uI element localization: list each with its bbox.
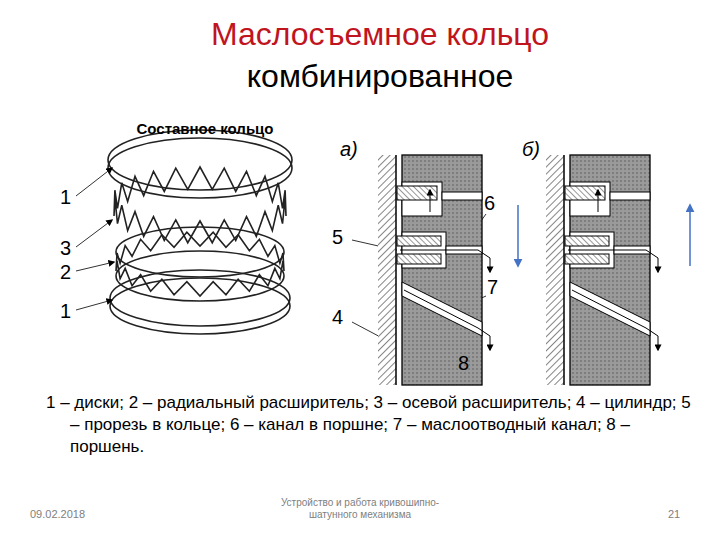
callout-number: 3 (60, 237, 71, 260)
subtitle: комбинированное (247, 58, 514, 95)
ring-outline (116, 227, 284, 277)
callout-number: 6 (484, 192, 495, 215)
footer-title: Устройство и работа кривошипно-шатунного… (260, 497, 460, 520)
callout-number: 5 (332, 226, 343, 249)
motion-arrows (518, 205, 690, 266)
cylinder-wall (378, 155, 396, 385)
caption: 1 – диски; 2 – радиальный расширитель; 3… (46, 392, 692, 458)
slide-title: Маслосъемное кольцо (211, 16, 549, 53)
section (378, 155, 490, 385)
piston-sections (378, 155, 658, 385)
callout-number: 2 (60, 261, 71, 284)
expander-wave (114, 167, 286, 243)
callout-number: 7 (487, 276, 498, 299)
ring-outline (108, 130, 292, 190)
view-label: а) (340, 138, 358, 161)
callout-number: 1 (60, 300, 71, 323)
callout-number: 4 (332, 306, 343, 329)
view-label: б) (522, 138, 540, 161)
callout-number: 1 (60, 186, 71, 209)
ring (565, 186, 605, 200)
ring (397, 186, 437, 200)
ring-outline (110, 278, 290, 334)
cylinder-wall (546, 155, 564, 385)
section (546, 155, 658, 385)
expander-wave (116, 232, 284, 296)
page-number: 21 (668, 508, 680, 521)
callout-number: 8 (458, 352, 469, 375)
ring-outline (108, 138, 292, 198)
footer-date: 09.02.2018 (30, 508, 85, 521)
ring-drawing (108, 130, 292, 334)
sub-heading: Составное кольцо (136, 120, 273, 137)
